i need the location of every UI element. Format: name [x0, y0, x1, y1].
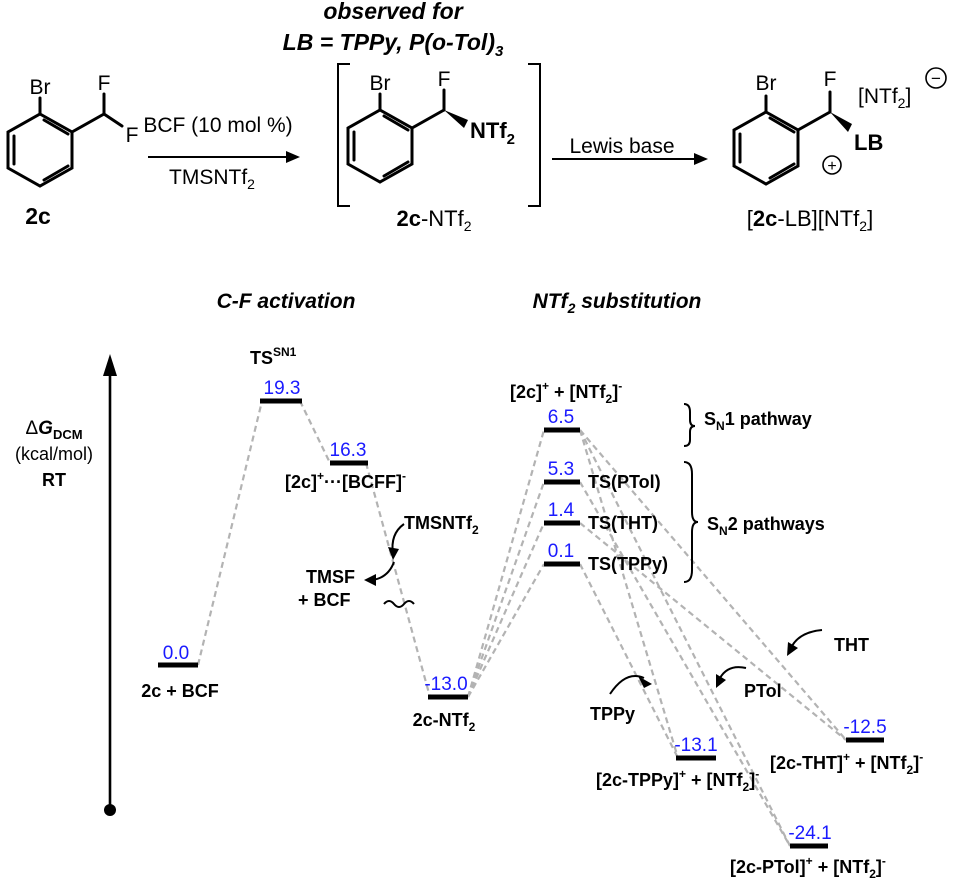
- label-ts-tppy: TS(TPPy): [588, 554, 668, 574]
- reactant-f1: F: [98, 72, 111, 95]
- sn1-pathway-label: SN1 pathway: [704, 409, 812, 433]
- pathway-connectors: [196, 400, 847, 847]
- label-ts-tht: TS(THT): [588, 513, 658, 533]
- tht-label: THT: [834, 635, 869, 655]
- header-line2: LB = TPPy, P(o-Tol)3: [283, 29, 504, 60]
- value-ts-tht: 1.4: [548, 500, 575, 521]
- intermediate-group: NTf2: [470, 118, 515, 148]
- value-sn1: 6.5: [548, 407, 574, 428]
- label-prod-ptol: [2c-PTol]+ + [NTf2]-: [730, 854, 886, 881]
- product-f: F: [824, 68, 837, 91]
- reactant-br: Br: [30, 76, 51, 99]
- axis-label-units: (kcal/mol): [15, 444, 93, 464]
- left-bracket: [337, 63, 350, 207]
- step2-reagent: Lewis base: [569, 135, 674, 158]
- reactant-f2: F: [126, 124, 139, 147]
- reagent-line2: TMSNTf2: [169, 166, 255, 192]
- value-prod-tht: -12.5: [843, 717, 886, 738]
- value-ts-ptol: 5.3: [548, 459, 574, 480]
- product-structure: [732, 67, 947, 186]
- bcf-label: + BCF: [298, 590, 351, 610]
- label-prod-tht: [2c-THT]+ + [NTf2]-: [770, 750, 923, 777]
- product-lb: LB: [854, 130, 883, 155]
- ptol-label: PTol: [744, 681, 782, 701]
- label-ts-ptol: TS(PTol): [588, 472, 661, 492]
- label-sn1: [2c]+ + [NTf2]-: [510, 379, 622, 406]
- value-2c-bcf: 0.0: [163, 643, 189, 664]
- intermediate-br: Br: [370, 72, 391, 95]
- product-br: Br: [756, 72, 777, 95]
- value-prod-ptol: -24.1: [788, 823, 831, 844]
- label-2c-bcf: 2c + BCF: [141, 681, 219, 701]
- label-prod-tppy: [2c-TPPy]+ + [NTf2]-: [596, 767, 759, 794]
- value-2c-ntf2: -13.0: [424, 674, 467, 695]
- reagent-line1: BCF (10 mol %): [143, 114, 292, 137]
- ptol-arrow: [719, 666, 747, 679]
- value-ts-tppy: 0.1: [548, 541, 574, 562]
- section-cf-activation: C-F activation: [217, 290, 356, 313]
- value-ion-pair: 16.3: [330, 440, 367, 461]
- tppy-arrow: [609, 675, 645, 695]
- sn2-brace: [683, 461, 699, 583]
- label-2c-ntf2: 2c-NTf2: [413, 710, 476, 734]
- tmsf-label: TMSF: [306, 567, 355, 587]
- intermediate-structure: [346, 88, 468, 184]
- product-counterion: [NTf2]: [858, 85, 911, 111]
- label-ts-sn1: TSSN1: [250, 345, 297, 368]
- product-plus: +: [827, 158, 836, 175]
- label-ion-pair: [2c]+···[BCFF]-: [285, 469, 406, 492]
- product-label: [2c-LB][NTf2]: [747, 206, 873, 234]
- tppy-label: TPPy: [590, 704, 635, 724]
- right-bracket: [528, 63, 541, 207]
- tmsntf2-label: TMSNTf2: [404, 513, 479, 537]
- reactant-label: 2c: [25, 203, 51, 229]
- value-ts-sn1: 19.3: [264, 378, 301, 399]
- header-line1: observed for: [323, 0, 463, 24]
- axis-label-dg: ΔGDCM: [25, 418, 82, 442]
- sn2-pathways-label: SN2 pathways: [707, 514, 825, 538]
- value-prod-tppy: -13.1: [674, 735, 717, 756]
- bond-break-wave: [383, 600, 415, 608]
- section-ntf2-substitution: NTf2 substitution: [533, 290, 702, 316]
- sn1-brace: [683, 403, 696, 447]
- tht-arrow: [791, 629, 823, 647]
- axis-label-temp: RT: [42, 470, 66, 490]
- intermediate-f: F: [438, 68, 451, 91]
- intermediate-label: 2c-NTf2: [396, 206, 471, 234]
- product-minus: −: [931, 69, 941, 88]
- reactant-2c-structure: [6, 92, 124, 188]
